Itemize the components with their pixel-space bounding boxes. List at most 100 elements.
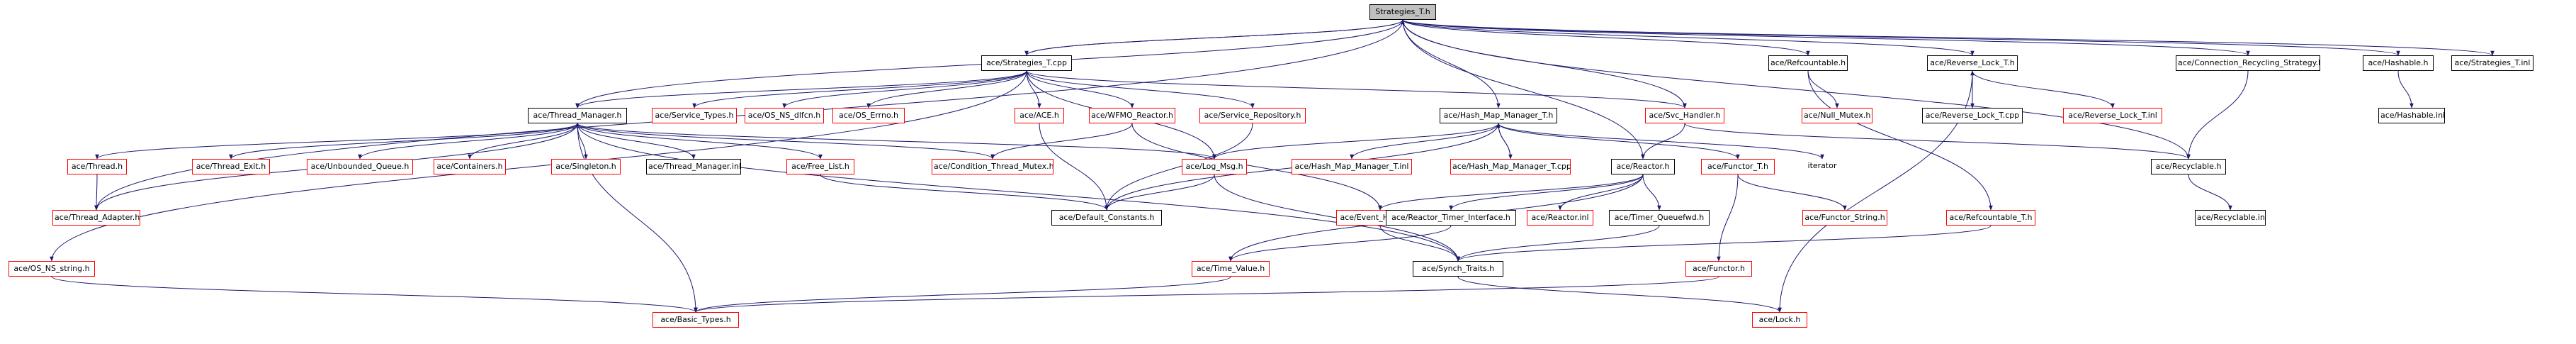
edge-hash-map-manager-t-cpp-to-hash-map-manager-t-h [1496,123,1511,160]
node-time-value-h[interactable]: ace/Time_Value.h [1192,261,1270,277]
edge-conn-recycling-h-to-recyclable-h [2186,70,2249,160]
edge-strategies-t-h-to-hash-map-manager-t-h [1402,19,1501,109]
node-free-list-h[interactable]: ace/Free_List.h [786,159,854,174]
edge-svc-handler-h-to-recyclable-h [1684,123,2191,160]
node-strategies-t-inl[interactable]: ace/Strategies_T.inl [2451,55,2533,71]
node-recyclable-inl[interactable]: ace/Recyclable.inl [2195,210,2266,226]
edge-strategies-t-cpp-to-wfmo-reactor-h [1026,70,1134,109]
edge-strategies-t-h-to-hashable-h [1402,19,2400,56]
node-refcountable-h[interactable]: ace/Refcountable.h [1768,55,1848,71]
node-os-errno-h[interactable]: ace/OS_Errno.h [832,108,905,123]
edge-free-list-h-to-default-constants-h [820,174,1109,211]
edge-log-msg-h-to-default-constants-h [1105,174,1215,211]
edge-refcountable-h-to-null-mutex-h [1807,70,1839,109]
node-functor-t-h[interactable]: ace/Functor_T.h [1701,159,1775,174]
edge-functor-t-h-to-functor-string-h [1737,174,1847,211]
node-timer-queuefwd-h[interactable]: ace/Timer_Queuefwd.h [1609,210,1710,226]
node-thread-adapter-h[interactable]: ace/Thread_Adapter.h [52,210,140,226]
node-unbounded-queue-h[interactable]: ace/Unbounded_Queue.h [307,159,413,174]
edge-reactor-h-to-reactor-inl [1558,174,1644,211]
node-reactor-timer-interface-h[interactable]: ace/Reactor_Timer_Interface.h [1386,210,1516,226]
node-hash-map-manager-t-cpp[interactable]: ace/Hash_Map_Manager_T.cpp [1450,159,1571,174]
edge-thread-manager-h-to-thread-exit-h [229,123,578,160]
edge-wfmo-reactor-h-to-condition-thread-mutex-h [990,123,1133,160]
node-service-repository-h[interactable]: ace/Service_Repository.h [1199,108,1306,123]
edge-thread-h-to-thread-adapter-h [94,174,98,211]
node-basic-types-h[interactable]: ace/Basic_Types.h [653,312,739,328]
node-hash-map-manager-t-inl[interactable]: ace/Hash_Map_Manager_T.inl [1292,159,1412,174]
node-ace-h[interactable]: ace/ACE.h [1015,108,1064,123]
edge-service-repository-h-to-default-constants-h [1105,123,1253,211]
edge-synch-traits-h-to-lock-h [1457,276,1782,313]
edge-svc-handler-h-to-reactor-h [1641,123,1685,160]
edge-functor-t-h-to-functor-h [1717,174,1739,262]
node-lock-h[interactable]: ace/Lock.h [1752,312,1807,328]
node-hashable-h[interactable]: ace/Hashable.h [2363,55,2434,71]
node-conn-recycling-h[interactable]: ace/Connection_Recycling_Strategy.h [2176,55,2320,71]
edge-strategies-t-cpp-to-svc-handler-h [1026,70,1687,109]
node-functor-h[interactable]: ace/Functor.h [1685,261,1752,277]
edge-hash-map-manager-t-h-to-hash-map-manager-t-inl [1350,123,1499,160]
node-reverse-lock-t-h[interactable]: ace/Reverse_Lock_T.h [1927,55,2018,71]
edge-thread-manager-h-to-synch-traits-h [577,123,1460,262]
edge-thread-manager-h-to-log-msg-h [577,123,1216,160]
edge-refcountable-t-h-to-synch-traits-h [1456,225,1992,262]
edge-strategies-t-cpp-to-ace-h [1026,70,1041,109]
edge-time-value-h-to-basic-types-h [694,276,1231,313]
node-functor-string-h[interactable]: ace/Functor_String.h [1802,210,1887,226]
edge-strategies-t-cpp-to-os-errno-h [866,70,1027,109]
node-condition-thread-mutex-h[interactable]: ace/Condition_Thread_Mutex.h [932,159,1053,174]
node-svc-handler-h[interactable]: ace/Svc_Handler.h [1645,108,1724,123]
node-null-mutex-h[interactable]: ace/Null_Mutex.h [1802,108,1872,123]
edge-wfmo-reactor-h-to-event-handler-h [1131,123,1382,211]
node-iterator: iterator [1800,159,1845,174]
edge-thread-manager-h-to-free-list-h [577,123,823,160]
node-os-ns-dlfcn-h[interactable]: ace/OS_NS_dlfcn.h [745,108,824,123]
node-service-types-h[interactable]: ace/Service_Types.h [652,108,737,123]
node-singleton-h[interactable]: ace/Singleton.h [551,159,621,174]
node-strategies-t-cpp[interactable]: ace/Strategies_T.cpp [981,55,1072,71]
edge-strategies-t-cpp-to-thread-manager-h [575,70,1027,109]
edge-event-handler-h-to-synch-traits-h [1379,225,1460,262]
node-reactor-h[interactable]: ace/Reactor.h [1611,159,1675,174]
edge-hash-map-manager-t-h-to-iterator [1498,123,1824,160]
node-default-constants-h[interactable]: ace/Default_Constants.h [1051,210,1162,226]
edge-strategies-t-h-to-recyclable-h [1402,19,2191,160]
edge-os-ns-string-h-to-basic-types-h [51,276,698,313]
node-thread-exit-h[interactable]: ace/Thread_Exit.h [192,159,270,174]
edge-reverse-lock-t-h-to-reverse-lock-t-inl [1972,70,2115,109]
edge-strategies-t-h-to-refcountable-h [1402,19,1810,56]
node-reverse-lock-t-inl[interactable]: ace/Reverse_Lock_T.inl [2063,108,2162,123]
node-reactor-inl[interactable]: ace/Reactor.inl [1527,210,1593,226]
node-thread-manager-inl[interactable]: ace/Thread_Manager.inl [646,159,741,174]
node-synch-traits-h[interactable]: ace/Synch_Traits.h [1413,261,1503,277]
node-os-ns-string-h[interactable]: ace/OS_NS_string.h [9,261,95,277]
node-wfmo-reactor-h[interactable]: ace/WFMO_Reactor.h [1089,108,1175,123]
node-thread-manager-h[interactable]: ace/Thread_Manager.h [528,108,627,123]
edge-ace-h-to-default-constants-h [1039,123,1109,211]
node-strategies-t-h[interactable]: Strategies_T.h [1369,4,1436,20]
edge-thread-manager-h-to-thread-h [95,123,578,160]
edge-strategies-t-h-to-reactor-h [1402,19,1645,160]
node-hash-map-manager-t-h[interactable]: ace/Hash_Map_Manager_T.h [1440,108,1557,123]
edge-hash-map-manager-t-h-to-log-msg-h [1212,123,1499,160]
node-reverse-lock-t-cpp[interactable]: ace/Reverse_Lock_T.cpp [1922,108,2023,123]
edge-strategies-t-cpp-to-service-repository-h [1026,70,1255,109]
node-recyclable-h[interactable]: ace/Recyclable.h [2151,159,2226,174]
node-containers-h[interactable]: ace/Containers.h [434,159,506,174]
edge-recyclable-h-to-recyclable-inl [2188,174,2232,211]
edge-reverse-lock-t-h-to-lock-h [1778,70,1973,313]
edge-strategies-t-cpp-to-strategies-t-h [1026,19,1405,56]
edge-reactor-h-to-reactor-timer-interface-h [1449,174,1644,211]
edge-strategies-t-h-to-strategies-t-inl [1402,19,2495,56]
edge-strategies-t-h-to-reverse-lock-t-h [1402,19,1975,56]
edge-refcountable-h-to-refcountable-t-h [1807,70,1993,211]
edge-strategies-t-cpp-to-service-types-h [692,70,1027,109]
edge-strategies-t-cpp-to-os-ns-dlfcn-h [782,70,1027,109]
node-refcountable-t-h[interactable]: ace/Refcountable_T.h [1946,210,2035,226]
node-log-msg-h[interactable]: ace/Log_Msg.h [1182,159,1247,174]
node-thread-h[interactable]: ace/Thread.h [67,159,127,174]
edge-timer-queuefwd-h-to-synch-traits-h [1456,225,1660,262]
node-hashable-inl[interactable]: ace/Hashable.inl [2378,108,2445,123]
